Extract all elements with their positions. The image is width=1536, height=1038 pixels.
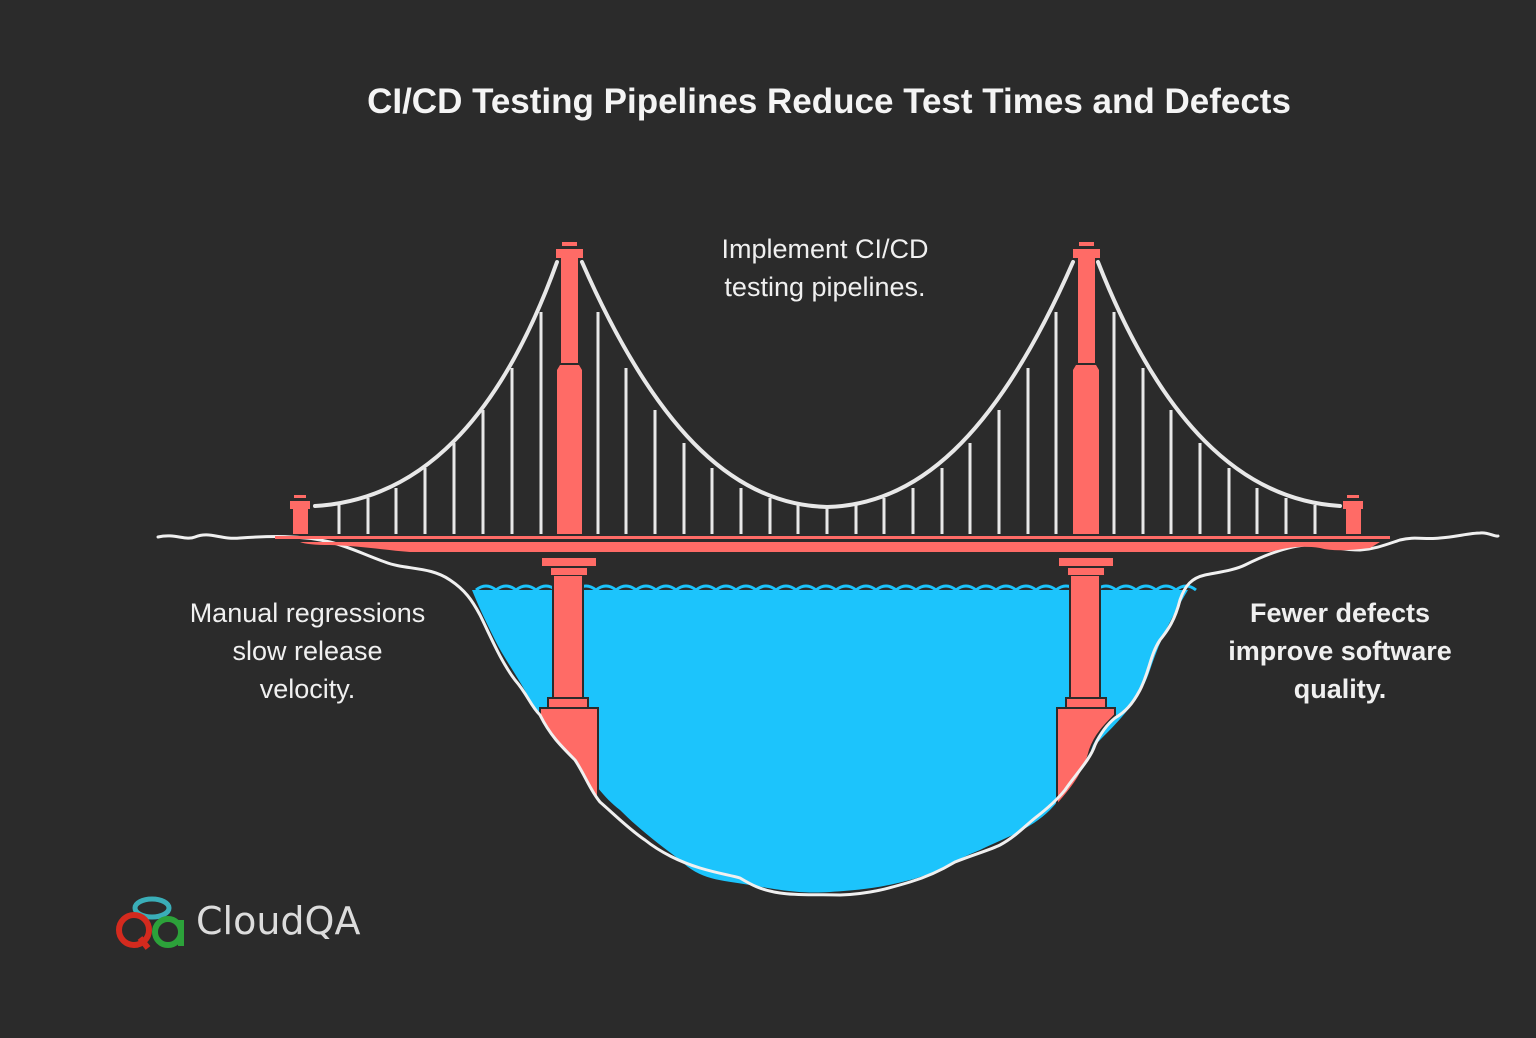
right-tower	[1073, 242, 1100, 534]
label-line: velocity.	[259, 674, 356, 704]
left-tower	[556, 242, 583, 534]
label-line: testing pipelines.	[724, 272, 926, 302]
deck-main	[300, 542, 1380, 552]
label-line: Manual regressions	[189, 598, 426, 628]
label-line: slow release	[232, 636, 383, 666]
terrain-left	[156, 531, 1500, 897]
label-line: quality.	[1293, 674, 1387, 704]
left-anchorage	[290, 495, 310, 534]
qa-logo-icon	[116, 896, 184, 950]
page-title: CI/CD Testing Pipelines Reduce Test Time…	[367, 82, 1291, 121]
label-manual-regressions: Manual regressions slow release velocity…	[140, 594, 475, 708]
label-implement-cicd: Implement CI/CD testing pipelines.	[660, 230, 990, 306]
label-line: improve software	[1228, 636, 1452, 666]
cloudqa-logo: CloudQA	[112, 890, 360, 952]
main-cables	[313, 260, 1342, 510]
logo-text: CloudQA	[196, 899, 361, 943]
label-line: Implement CI/CD	[721, 234, 929, 264]
right-anchorage	[1343, 495, 1363, 534]
deck-thin	[275, 536, 1390, 539]
label-line: Fewer defects	[1249, 598, 1431, 628]
label-fewer-defects: Fewer defects improve software quality.	[1190, 594, 1490, 708]
suspenders	[337, 312, 1317, 534]
water-icon	[472, 590, 1188, 893]
